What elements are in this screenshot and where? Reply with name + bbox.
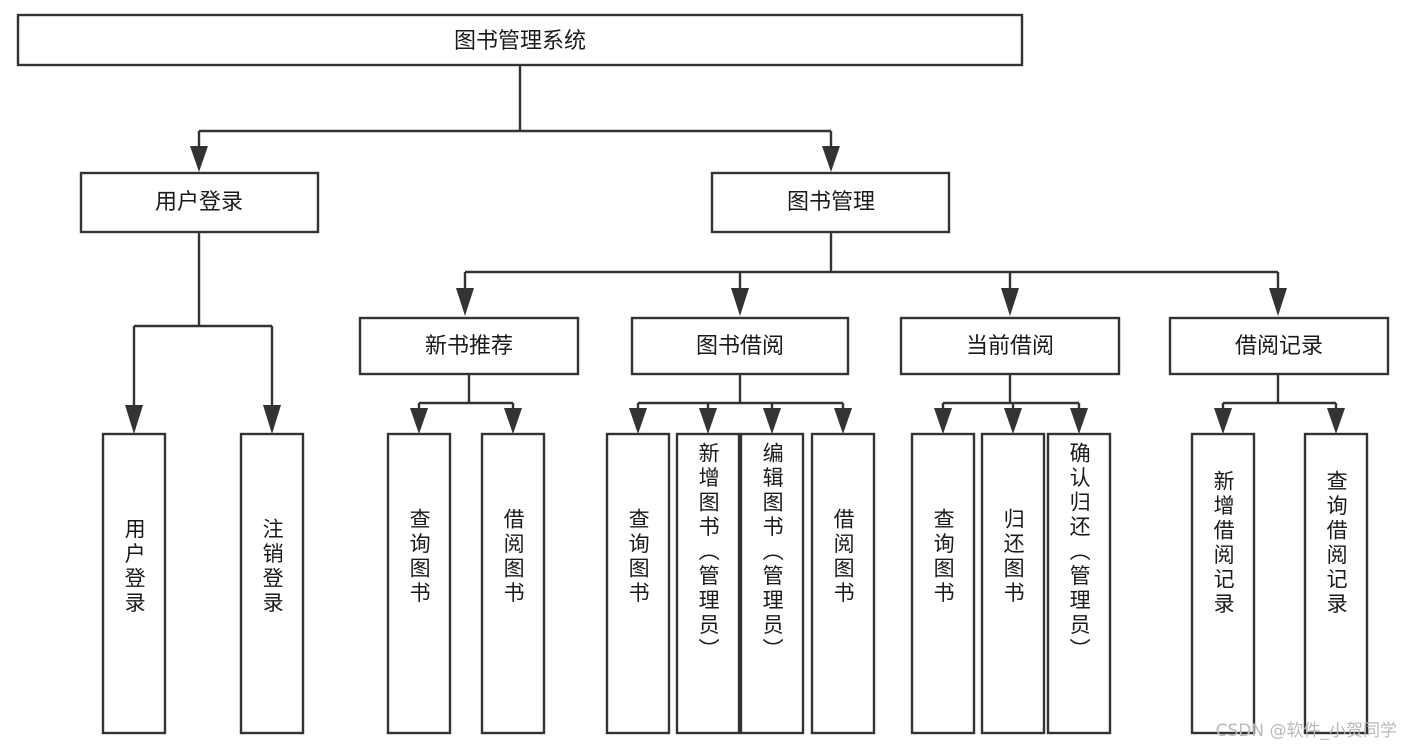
node-book-borrow-label: 图书借阅 — [696, 334, 784, 359]
leaf-box-borrow-book-1[interactable] — [480, 432, 546, 735]
arrow-head-to-current-borrow — [1001, 288, 1019, 316]
arrow-head-leaf-user-login — [125, 405, 143, 434]
connector-group-root — [190, 65, 840, 172]
leaf-box-return-book[interactable] — [980, 432, 1046, 735]
leaf-box-confirm-return[interactable] — [1046, 432, 1112, 735]
arrow-head-leaf-query-book-1 — [410, 408, 428, 434]
leaf-box-borrow-book-2[interactable] — [810, 432, 876, 735]
node-current-borrow[interactable]: 当前借阅 — [899, 316, 1121, 376]
node-new-book-recommend-box[interactable] — [358, 316, 580, 376]
arrow-head-leaf-query-record — [1327, 408, 1345, 434]
connector-group-book-manage — [456, 232, 1287, 316]
node-book-borrow-box[interactable] — [630, 316, 850, 376]
connector-group-new-book-recommend — [410, 374, 522, 434]
leaf-box-query-record[interactable] — [1303, 432, 1369, 735]
leaf-box-add-record[interactable] — [1190, 432, 1256, 735]
node-borrow-record-box[interactable] — [1168, 316, 1390, 376]
node-book-borrow[interactable]: 图书借阅 — [630, 316, 850, 376]
leaf-box-add-book[interactable] — [675, 432, 741, 735]
leaf-box-edit-book[interactable] — [739, 432, 805, 735]
arrow-head-leaf-borrow-book-1 — [504, 408, 522, 434]
node-root-label: 图书管理系统 — [454, 29, 586, 54]
node-user-login-box[interactable] — [79, 171, 320, 234]
node-new-book-recommend-label: 新书推荐 — [425, 334, 513, 359]
arrow-head-leaf-return-book — [1004, 408, 1022, 434]
node-borrow-record[interactable]: 借阅记录 — [1168, 316, 1390, 376]
node-new-book-recommend[interactable]: 新书推荐 — [358, 316, 580, 376]
node-root[interactable]: 图书管理系统 — [16, 13, 1024, 67]
node-book-manage-label: 图书管理 — [787, 190, 875, 215]
arrow-head-leaf-borrow-book-2 — [834, 408, 852, 434]
arrow-head-to-book-borrow — [731, 288, 749, 316]
node-root-box[interactable] — [16, 13, 1024, 67]
connector-group-book-borrow — [629, 374, 852, 434]
node-current-borrow-label: 当前借阅 — [966, 334, 1054, 359]
node-book-manage[interactable]: 图书管理 — [710, 171, 951, 234]
connector-group-borrow-record — [1214, 374, 1345, 434]
arrow-head-leaf-add-record — [1214, 408, 1232, 434]
connector-group-user-login — [125, 232, 281, 434]
arrow-head-leaf-confirm-return — [1070, 408, 1088, 434]
arrow-head-to-user-login — [190, 146, 208, 172]
node-user-login-label: 用户登录 — [155, 190, 243, 215]
connector-group-current-borrow — [934, 374, 1088, 434]
node-book-manage-box[interactable] — [710, 171, 951, 234]
node-borrow-record-label: 借阅记录 — [1235, 334, 1323, 359]
arrow-head-leaf-query-book-2 — [629, 408, 647, 434]
node-user-login[interactable]: 用户登录 — [79, 171, 320, 234]
leaf-box-query-book-1[interactable] — [386, 432, 452, 735]
leaf-box-query-book-2[interactable] — [605, 432, 671, 735]
arrow-head-to-book-manage — [822, 146, 840, 172]
leaf-box-user-login[interactable] — [101, 432, 167, 735]
csdn-watermark: CSDN @软件_小贺同学 — [1215, 721, 1397, 741]
arrow-head-leaf-edit-book — [763, 408, 781, 434]
leaf-box-query-book-3[interactable] — [910, 432, 976, 735]
leaf-box-logout-login[interactable] — [239, 432, 305, 735]
arrow-head-to-borrow-record — [1269, 288, 1287, 316]
node-current-borrow-box[interactable] — [899, 316, 1121, 376]
arrow-head-leaf-add-book — [699, 408, 717, 434]
arrow-head-to-new-book-recommend — [456, 288, 474, 316]
arrow-head-leaf-logout-login — [263, 405, 281, 434]
arrow-head-leaf-query-book-3 — [934, 408, 952, 434]
